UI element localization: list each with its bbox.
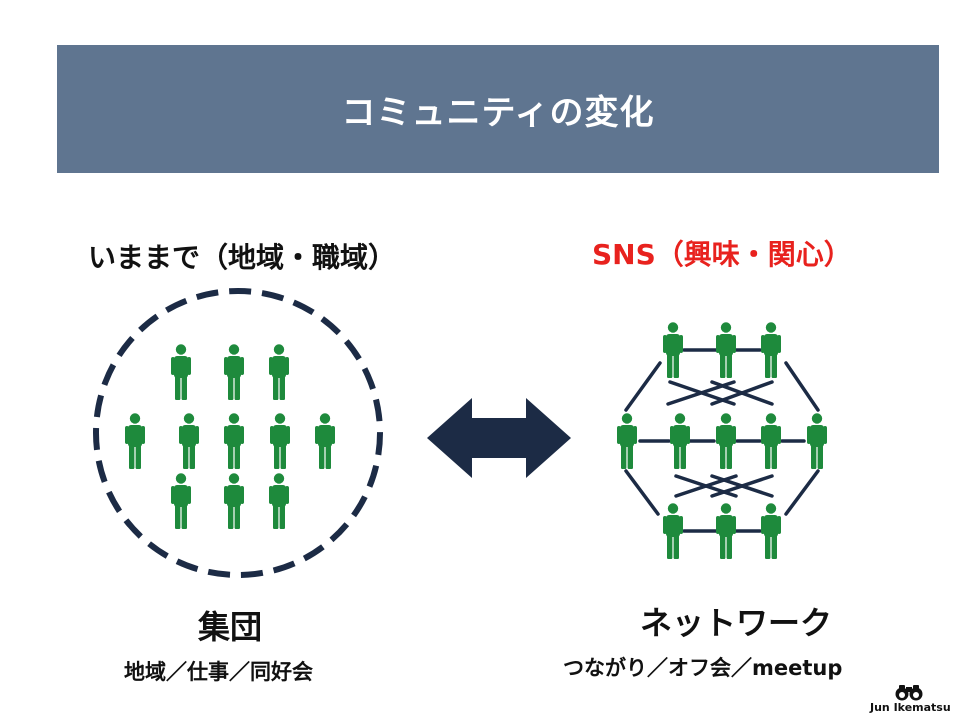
person-icon [617,413,637,469]
group-label: 集団 [198,608,263,646]
person-icon [224,473,244,529]
person-icon [171,344,191,400]
person-icon [179,413,199,469]
person-icon [663,503,683,559]
network-label: ネットワーク [640,604,833,642]
person-icon [315,413,335,469]
group-people [125,344,335,529]
person-icon [761,322,781,378]
title-bar: コミュニティの変化 [57,45,939,173]
person-icon [224,344,244,400]
person-icon [270,413,290,469]
network-links [624,348,820,533]
binoculars-icon [895,685,923,701]
logo-text: Jun Ikematsu [870,701,951,714]
person-icon [716,322,736,378]
person-icon [761,413,781,469]
person-icon [670,413,690,469]
person-icon [716,503,736,559]
right-heading: SNS（興味・関心） [592,238,852,271]
person-icon [269,473,289,529]
group-circle [93,288,383,578]
person-icon [807,413,827,469]
group-sublabel: 地域／仕事／同好会 [124,660,313,684]
person-icon [171,473,191,529]
network-sublabel: つながり／オフ会／meetup [563,656,843,680]
person-icon [663,322,683,378]
page-title: コミュニティの変化 [341,92,655,133]
person-icon [269,344,289,400]
person-icon [761,503,781,559]
person-icon [125,413,145,469]
person-icon [224,413,244,469]
person-icon [716,413,736,469]
left-heading: いままで（地域・職域） [88,241,397,274]
double-arrow-icon [427,398,571,478]
author-logo: Jun Ikematsu [870,684,954,716]
